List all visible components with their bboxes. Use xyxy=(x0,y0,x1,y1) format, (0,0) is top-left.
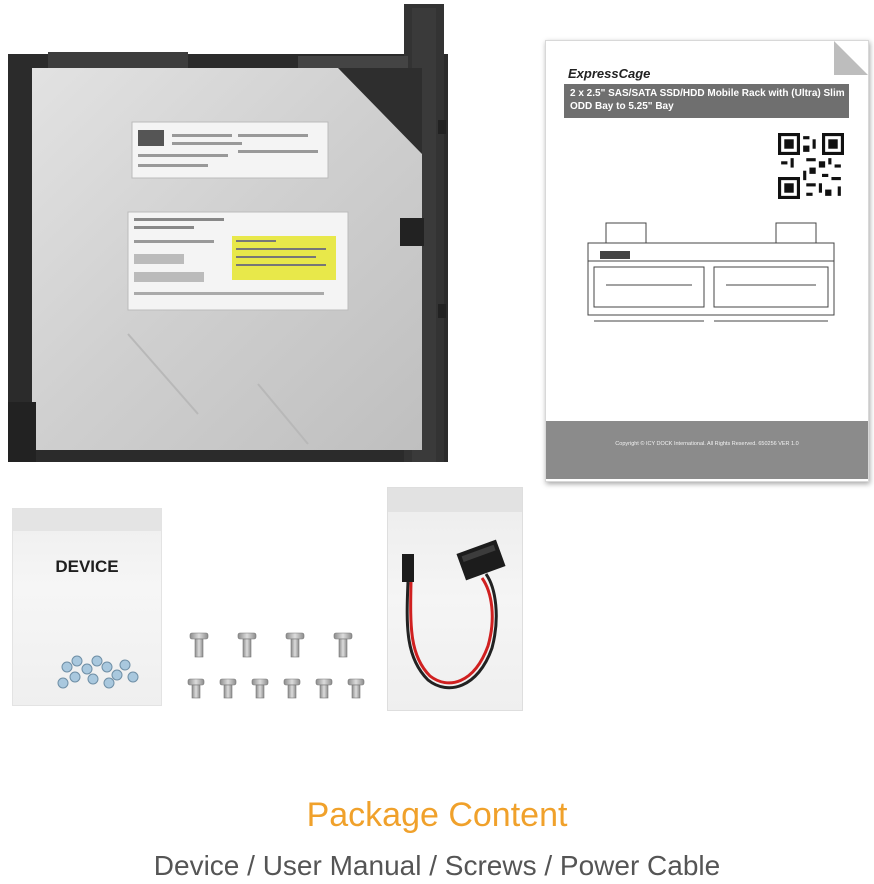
manual-copyright: Copyright © ICY DOCK International. All … xyxy=(615,441,799,447)
manual-subtitle-line1: 2 x 2.5" SAS/SATA SSD/HDD Mobile Rack wi… xyxy=(570,88,845,99)
device-screws-bag: DEVICE xyxy=(12,508,162,706)
bag-seal xyxy=(13,509,161,531)
manual-subtitle-line2: ODD Bay to 5.25" Bay xyxy=(570,101,674,112)
bag-seal xyxy=(388,488,522,512)
small-screws-icon xyxy=(57,655,139,689)
caption-title: Package Content xyxy=(306,796,568,834)
manual-footer-band xyxy=(546,421,868,479)
power-cable-icon xyxy=(402,539,506,690)
user-manual: ExpressCage 2 x 2.5" SAS/SATA SSD/HDD Mo… xyxy=(545,40,869,482)
screws-icon xyxy=(187,632,365,699)
product-line-drawing xyxy=(587,222,835,322)
power-cable-bag xyxy=(387,487,523,711)
caption-subtitle: Device / User Manual / Screws / Power Ca… xyxy=(153,850,721,881)
optical-drive-tray-image xyxy=(8,4,448,462)
manual-subtitle-band xyxy=(564,84,849,118)
manual-brand-title: ExpressCage xyxy=(568,66,651,81)
page-fold-corner xyxy=(834,41,868,75)
bag-label: DEVICE xyxy=(55,557,119,576)
qr-code-icon xyxy=(778,133,844,199)
